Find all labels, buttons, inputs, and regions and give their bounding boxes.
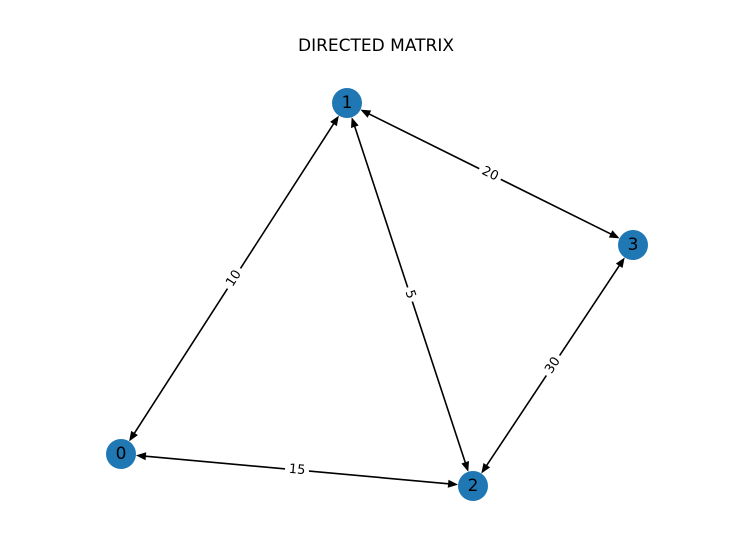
node-0: 0 [106,439,136,469]
arrowhead-to-0 [129,430,138,442]
node-label: 1 [342,93,353,113]
edge-0-1: 10 [129,115,339,442]
node-label: 0 [116,444,127,464]
edge-label-group: 5 [399,284,421,305]
node-circle [458,471,488,501]
node-circle [106,439,136,469]
edge-1-2: 5 [351,117,469,472]
node-2: 2 [458,471,488,501]
arrowhead-to-0 [135,452,147,461]
arrowhead-to-2 [461,461,469,472]
arrowhead-to-1 [351,117,359,128]
node-3: 3 [618,230,648,260]
edge-label-group: 30 [538,350,568,381]
edge-label-group: 10 [219,263,249,294]
edge-weight-label: 20 [479,164,500,185]
arrowhead-to-1 [360,109,372,118]
arrowhead-to-2 [481,462,491,474]
edge-label-background [284,459,310,481]
node-label: 3 [628,235,639,255]
graph-title: DIRECTED MATRIX [298,36,454,56]
node-1: 1 [332,88,362,118]
node-circle [618,230,648,260]
edge-weight-label: 15 [288,462,306,478]
edge-label-background [219,263,249,294]
edge-2-3: 30 [481,257,625,474]
arrowhead-to-2 [447,479,459,488]
edge-1-3: 20 [360,109,620,239]
arrowhead-to-3 [608,230,620,239]
edge-label-background [399,284,421,305]
node-circle [332,88,362,118]
edge-label-background [538,350,568,381]
edge-0-2: 15 [135,452,459,488]
edges-layer: 10 5 20 15 30 [129,109,625,488]
arrowhead-to-3 [615,257,625,269]
arrowhead-to-1 [330,115,339,127]
node-label: 2 [468,476,479,496]
nodes-layer: 0 1 2 3 [106,88,648,501]
edge-label-background [475,160,505,188]
edge-label-group: 15 [284,459,310,481]
edge-label-group: 20 [475,160,505,188]
